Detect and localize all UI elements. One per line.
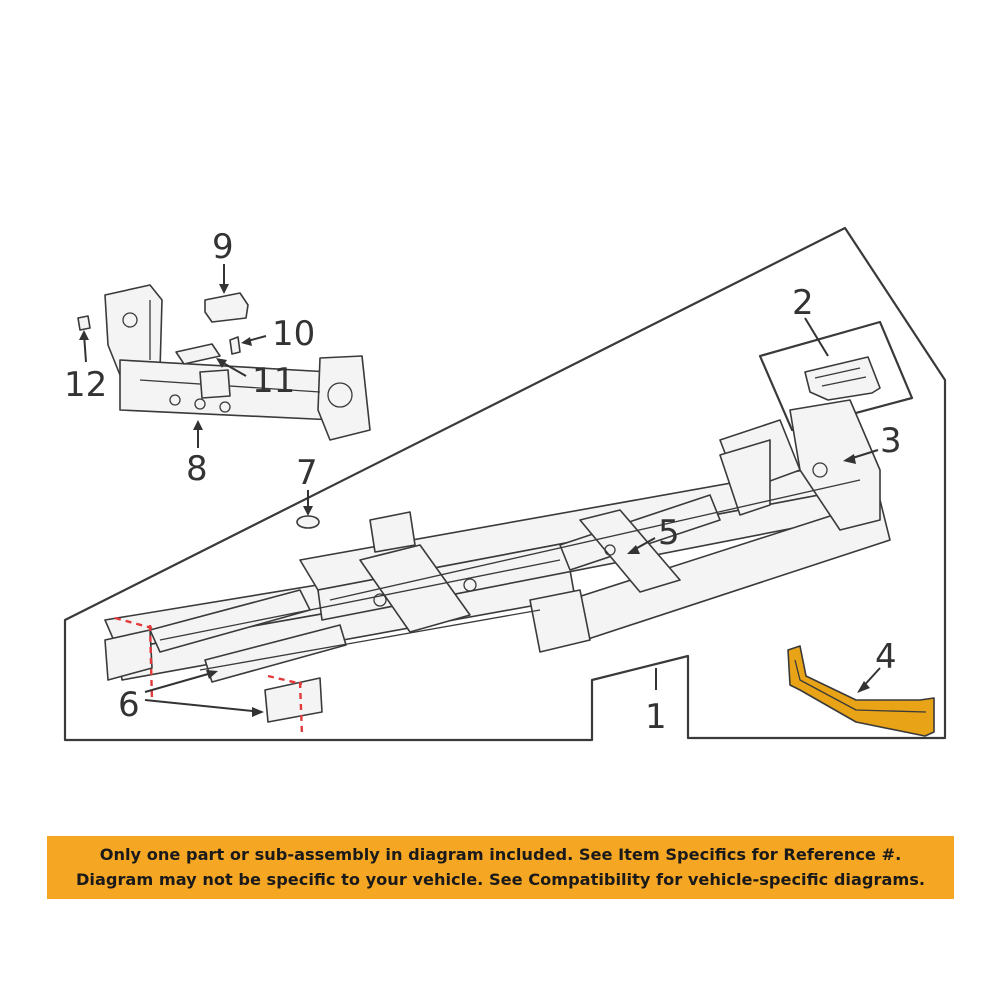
frame-assembly — [104, 399, 891, 723]
callout-9: 9 — [212, 227, 234, 267]
inset-bracket-part-2 — [804, 356, 881, 401]
callout-4: 4 — [875, 637, 897, 677]
disclaimer-line-2: Diagram may not be specific to your vehi… — [75, 870, 926, 889]
washer-part-7 — [296, 515, 320, 529]
bolt-part-12 — [77, 315, 91, 331]
disclaimer-banner: Only one part or sub-assembly in diagram… — [47, 836, 954, 899]
callout-7: 7 — [296, 453, 318, 493]
leader-7-arrow — [303, 506, 313, 516]
cut-line-right-top — [267, 674, 303, 686]
front-crossmember-part-8 — [104, 284, 371, 441]
callout-2: 2 — [792, 283, 814, 323]
leader-4-arrow — [857, 681, 870, 693]
leader-8-arrow — [193, 420, 203, 430]
frame-boundary-outline — [63, 226, 947, 742]
plate-part-11 — [175, 343, 221, 365]
callout-6: 6 — [118, 685, 140, 725]
mount-part-9 — [204, 292, 249, 323]
leader-12-arrow — [79, 330, 89, 340]
leader-6-upper — [144, 671, 216, 693]
callout-12: 12 — [64, 365, 107, 405]
leader-6-lower — [144, 699, 263, 713]
callout-5: 5 — [658, 513, 680, 553]
leader-6-upper-arrow — [206, 670, 218, 679]
disclaimer-line-1: Only one part or sub-assembly in diagram… — [99, 845, 902, 864]
callout-11: 11 — [252, 361, 295, 401]
callout-10: 10 — [272, 314, 315, 354]
leader-11-arrow — [216, 358, 227, 368]
highlighted-crossmember-detail — [794, 659, 927, 713]
leader-6-lower-arrow — [252, 707, 264, 717]
highlighted-crossmember-part-4 — [787, 645, 935, 737]
inset-bracket-detail — [814, 367, 867, 387]
cut-line-left-vertical — [148, 624, 154, 701]
cut-line-right-vertical — [298, 681, 304, 736]
leader-10-arrow — [241, 337, 252, 346]
callout-8: 8 — [186, 449, 208, 489]
clip-part-10 — [229, 336, 241, 355]
leader-5-arrow — [627, 545, 640, 554]
callout-3: 3 — [880, 421, 902, 461]
leader-3-arrow — [843, 454, 856, 464]
leader-2 — [804, 317, 829, 357]
leader-9-arrow — [219, 284, 229, 294]
inset-box-part-2 — [758, 320, 914, 432]
callout-1: 1 — [645, 697, 667, 737]
